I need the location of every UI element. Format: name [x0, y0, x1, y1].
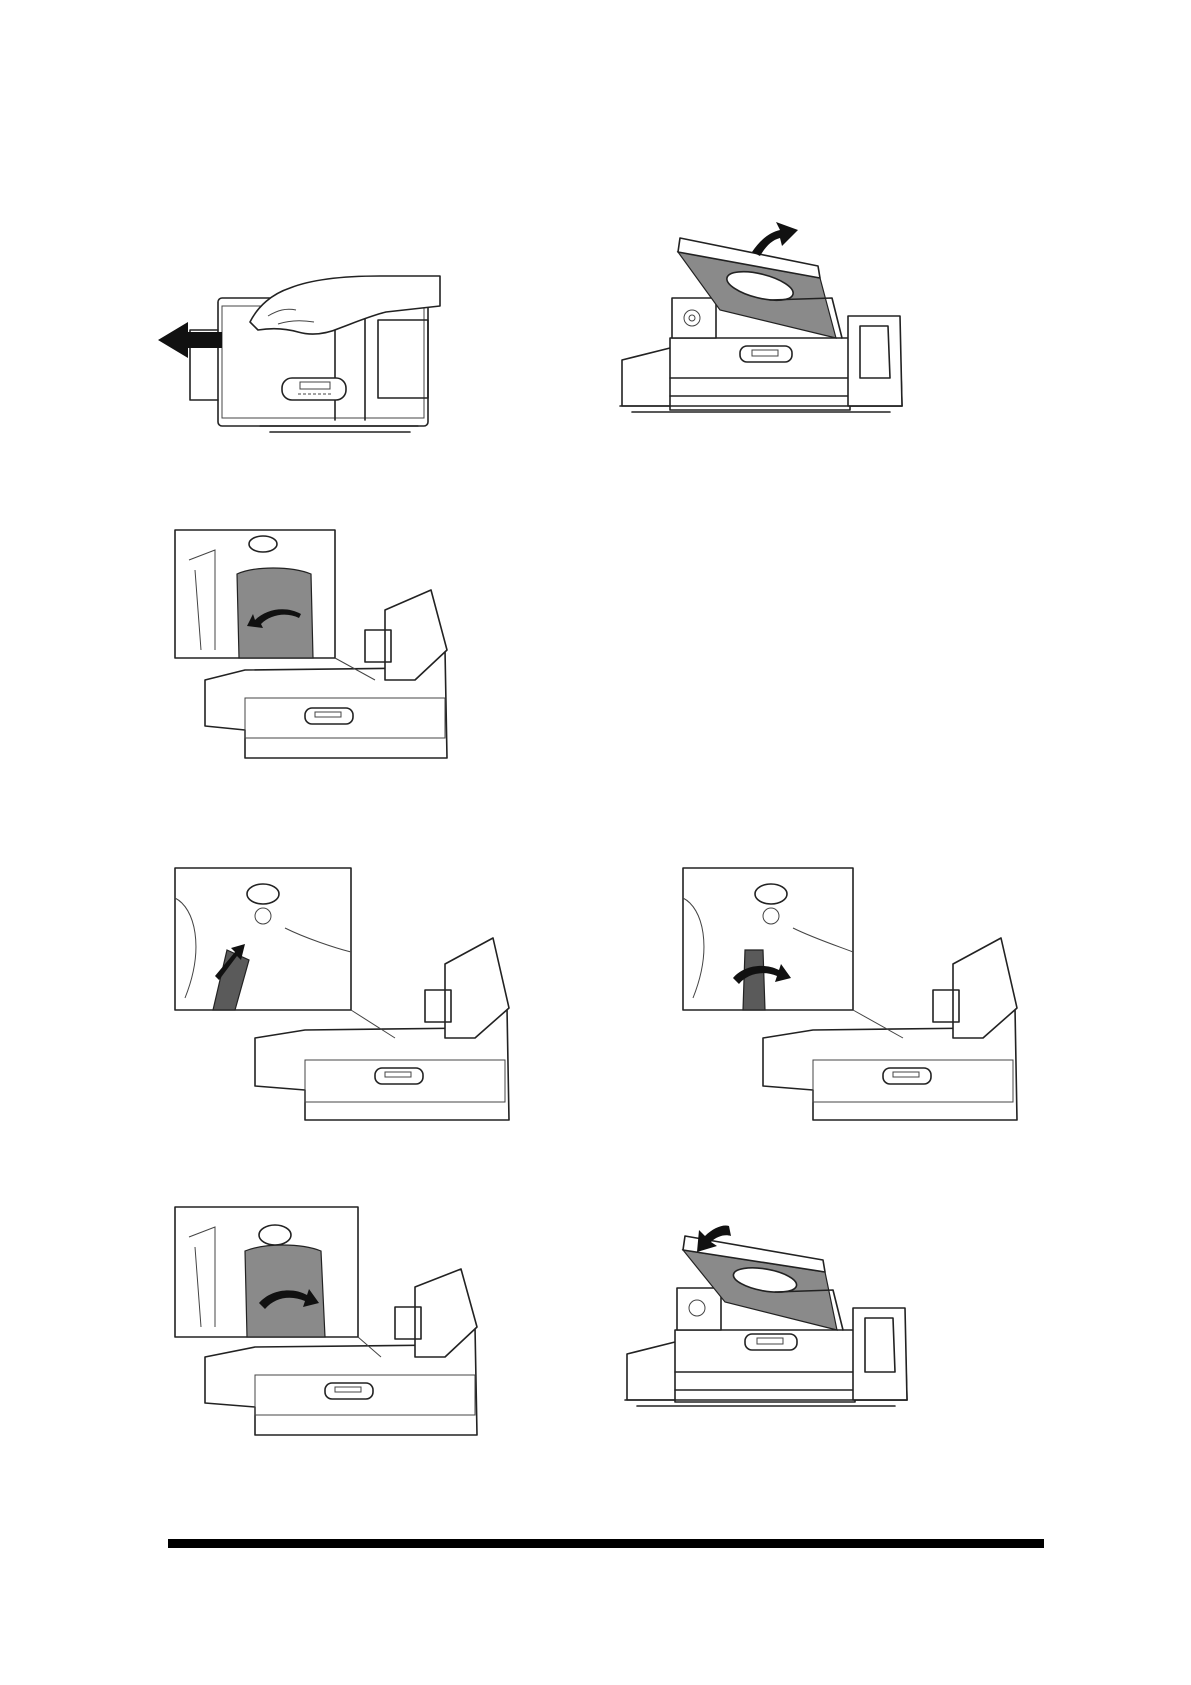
page-footer-rule [168, 1539, 1044, 1548]
figure-close-lid [625, 1222, 925, 1422]
figure-rotate-roller [683, 868, 1043, 1123]
figure-remove-front-cover [150, 270, 450, 440]
figure-insert-roller [175, 868, 535, 1123]
figure-remove-ribbon-guide [175, 530, 475, 760]
figure-replace-ribbon-guide [175, 1207, 505, 1437]
figure-open-lid [620, 228, 920, 438]
arrow-up-right-icon [752, 222, 798, 256]
